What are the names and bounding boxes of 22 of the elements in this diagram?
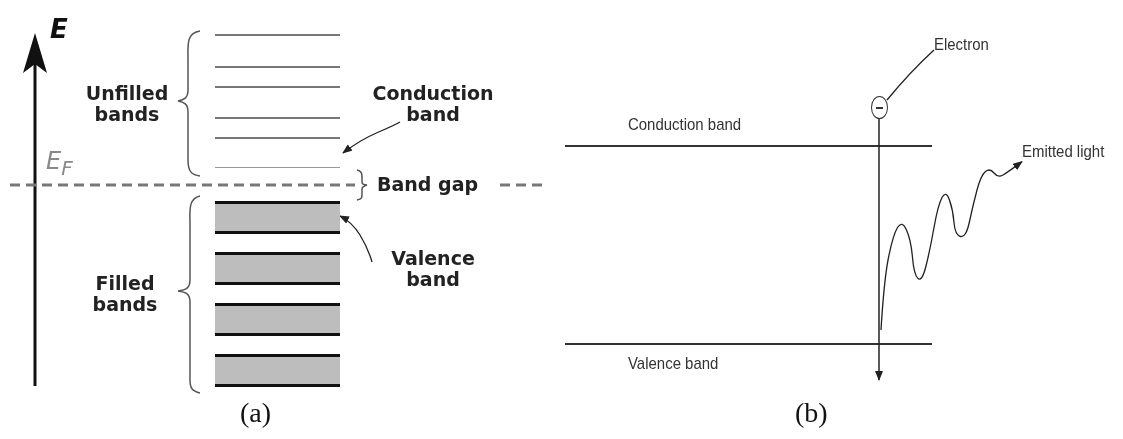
callout-text: Valence band <box>372 248 494 290</box>
leader-line <box>886 49 935 101</box>
band-label: Valence band <box>628 355 719 374</box>
emitted-light-arrow <box>880 161 1023 331</box>
callout-text: Conduction band <box>362 83 504 125</box>
band-label: Unfilled bands <box>84 83 170 125</box>
filled-band <box>215 354 340 387</box>
filled-band <box>215 303 340 336</box>
filled-band <box>215 201 340 234</box>
callout-text: Emitted light <box>1022 143 1105 162</box>
band-label: Conduction band <box>628 116 742 135</box>
leader-arrow <box>342 121 401 154</box>
band-label: Filled bands <box>91 273 159 315</box>
transition-arrow <box>875 118 883 381</box>
filled-band <box>215 252 340 285</box>
band-gap-label: Band gap <box>377 174 479 195</box>
fermi-level-label: E$_{F}$ <box>46 148 73 179</box>
panel-label: (b) <box>795 398 828 429</box>
axis-label: E <box>50 15 68 44</box>
leader-arrow <box>339 215 373 263</box>
panel-label: (a) <box>240 398 272 429</box>
callout-text: Electron <box>934 36 989 55</box>
